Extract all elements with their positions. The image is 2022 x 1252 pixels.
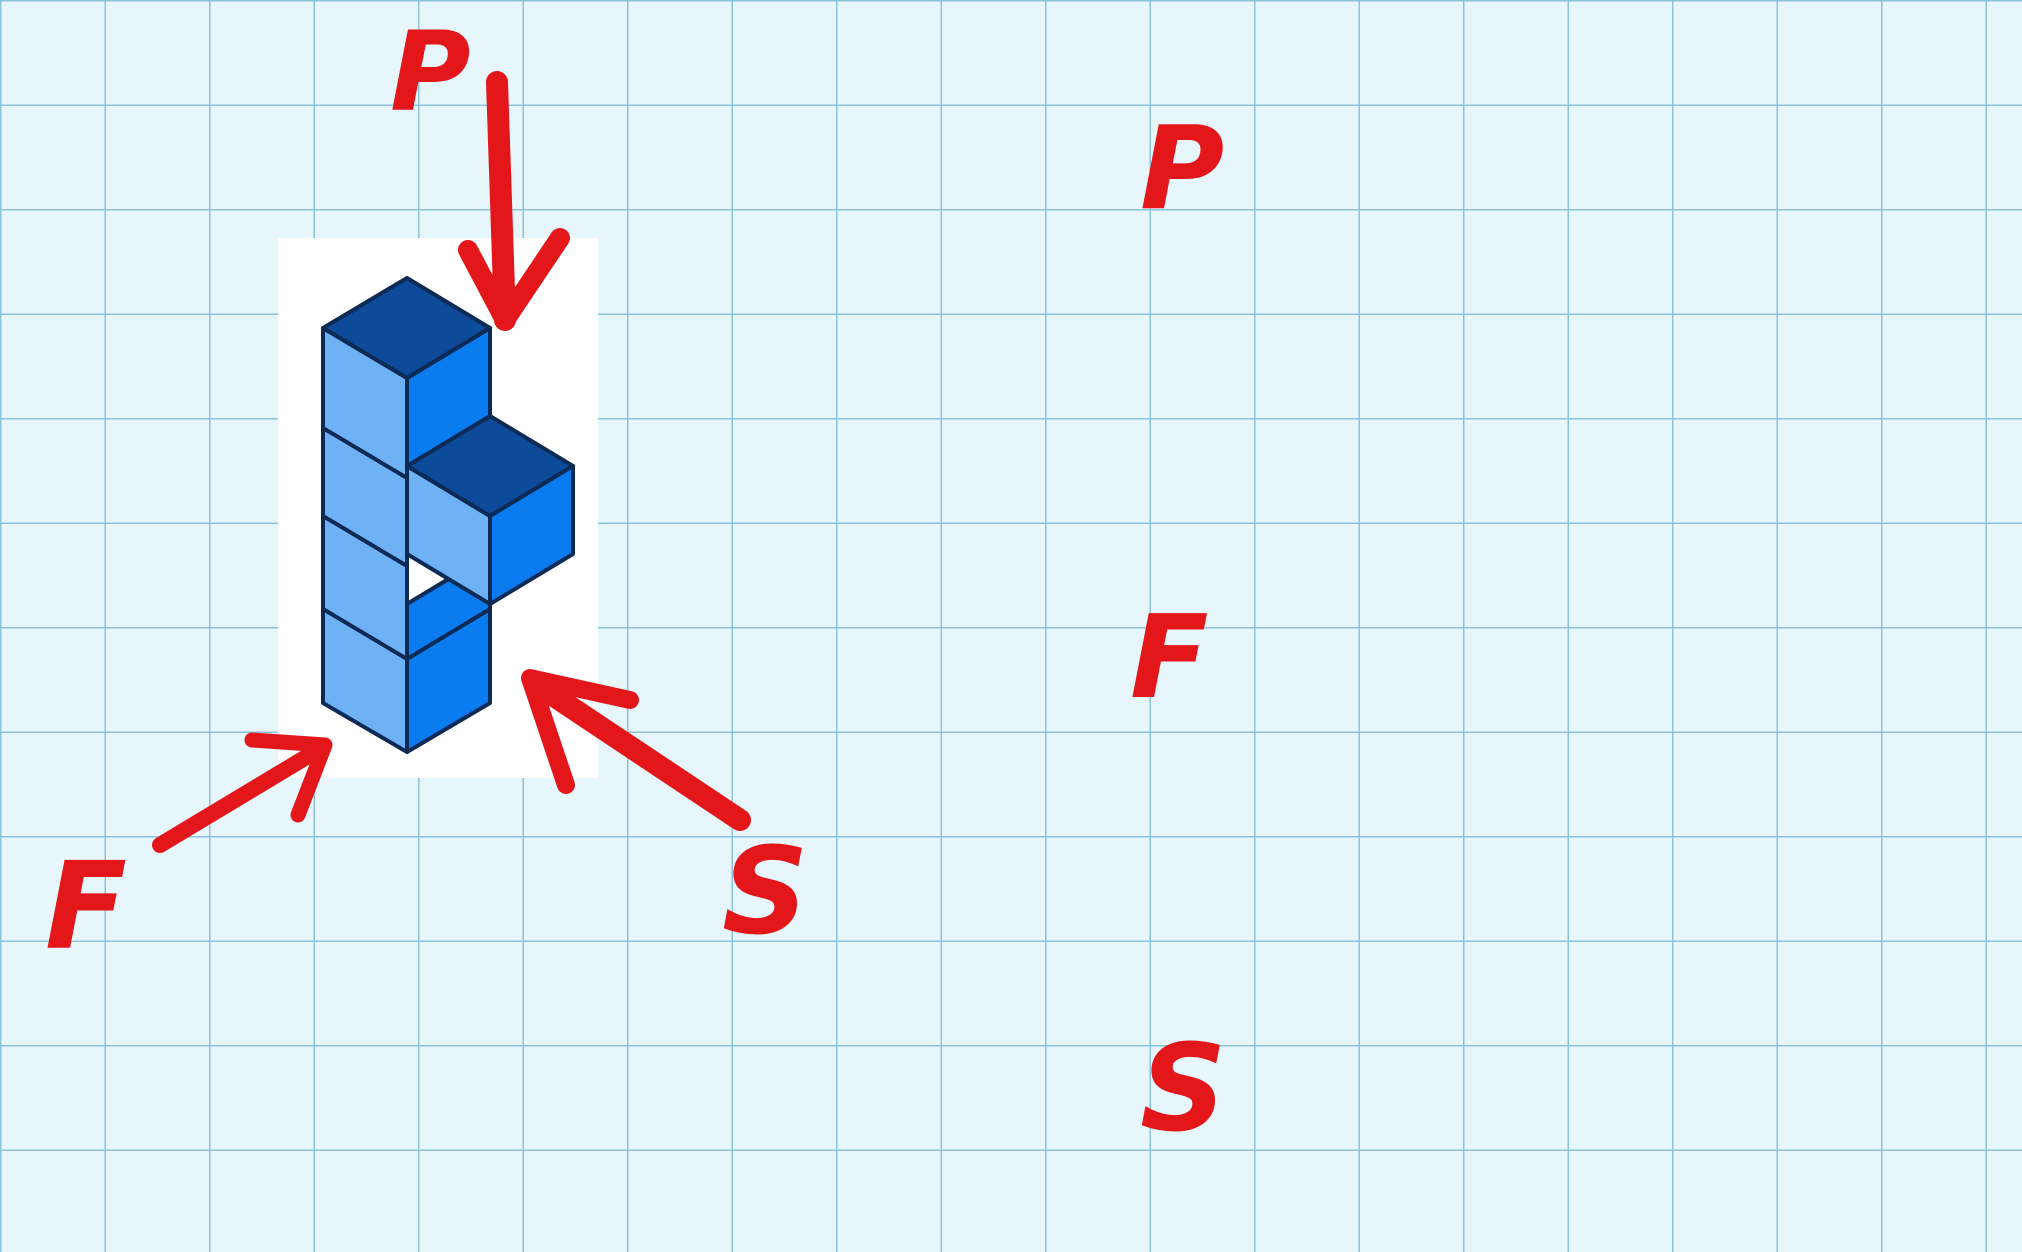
arrow-side-view — [521, 669, 751, 831]
cube-face — [321, 276, 492, 380]
arrow-front-view — [152, 732, 333, 853]
cube-face — [488, 464, 575, 606]
cube-edge — [321, 514, 409, 568]
arrow-label-front: F — [45, 838, 127, 977]
cube-edge — [321, 426, 409, 480]
isometric-cube-figure — [321, 276, 575, 754]
view-label-front: F — [1130, 591, 1209, 725]
cube-edge — [321, 607, 409, 661]
arrow-label-top: P — [390, 8, 471, 136]
annotations — [152, 71, 751, 853]
view-label-top: P — [1140, 102, 1224, 236]
arrow-label-side: S — [722, 823, 808, 962]
cube-edge — [405, 607, 492, 661]
view-label-side: S — [1140, 1020, 1226, 1159]
arrow-top-view — [458, 71, 570, 331]
